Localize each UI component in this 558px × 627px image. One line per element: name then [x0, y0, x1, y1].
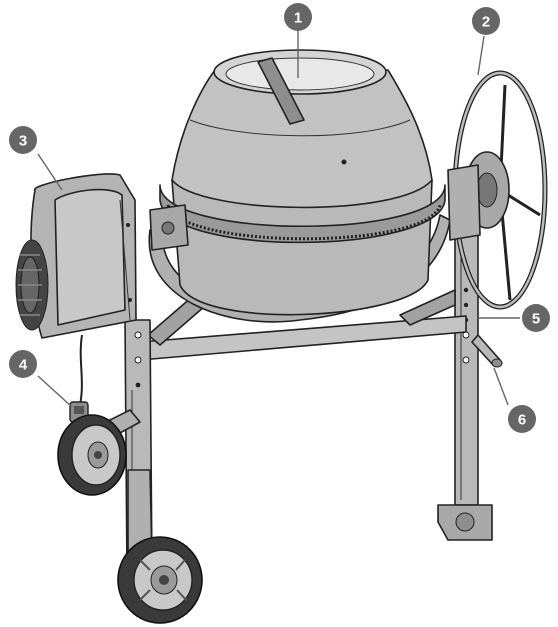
leader-lines	[37, 31, 520, 408]
callout-6: 6	[508, 405, 536, 433]
leader-4	[37, 375, 73, 408]
leader-3	[37, 153, 63, 191]
front-wheel	[117, 469, 203, 624]
handwheel	[447, 70, 548, 310]
frame-right-leg	[437, 179, 493, 541]
mixing-drum	[159, 49, 446, 316]
rear-wheel	[57, 414, 127, 496]
callout-1: 1	[284, 3, 312, 31]
leader-6	[493, 367, 509, 406]
motor-housing	[15, 173, 137, 339]
callout-3: 3	[9, 126, 37, 154]
svg-text:5: 5	[532, 311, 540, 328]
leader-2	[477, 35, 485, 76]
callout-4: 4	[9, 350, 37, 378]
callout-2: 2	[472, 7, 500, 35]
svg-text:6: 6	[518, 412, 526, 429]
svg-text:3: 3	[19, 133, 27, 150]
svg-text:1: 1	[294, 10, 302, 27]
support-strut	[471, 334, 503, 368]
svg-text:4: 4	[19, 357, 28, 374]
svg-text:2: 2	[482, 14, 490, 31]
power-switch	[69, 334, 89, 423]
callout-5: 5	[522, 304, 550, 332]
left-pivot-bracket	[149, 204, 189, 251]
